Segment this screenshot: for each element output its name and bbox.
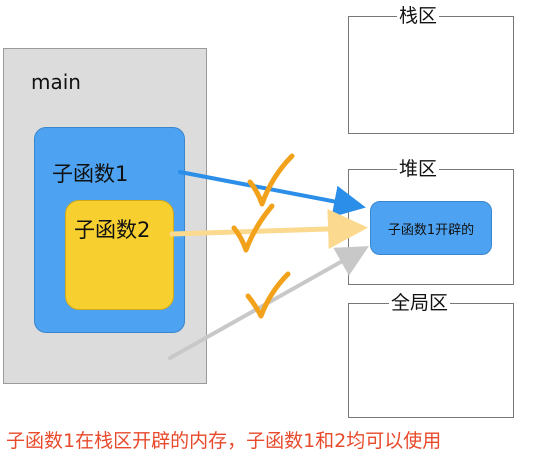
check-icon [231, 203, 275, 253]
check-icon [247, 153, 295, 207]
heap-allocated-block: 子函数1开辟的 [370, 201, 492, 255]
heap-allocated-label: 子函数1开辟的 [387, 222, 475, 238]
sub-function-1-label: 子函数1 [52, 162, 129, 186]
sub-function-2-label: 子函数2 [74, 218, 151, 242]
stack-region [348, 16, 514, 134]
stack-region-title: 栈区 [397, 5, 440, 27]
global-region [348, 303, 514, 418]
heap-region-title: 堆区 [397, 158, 440, 180]
check-icon [245, 271, 291, 319]
caption: 子函数1在栈区开辟的内存，子函数1和2均可以使用 [6, 430, 442, 452]
main-label: main [31, 70, 81, 94]
sub-function-2-box [65, 200, 174, 310]
func2-to-heap-arrow [169, 208, 368, 249]
global-region-title: 全局区 [389, 292, 451, 314]
